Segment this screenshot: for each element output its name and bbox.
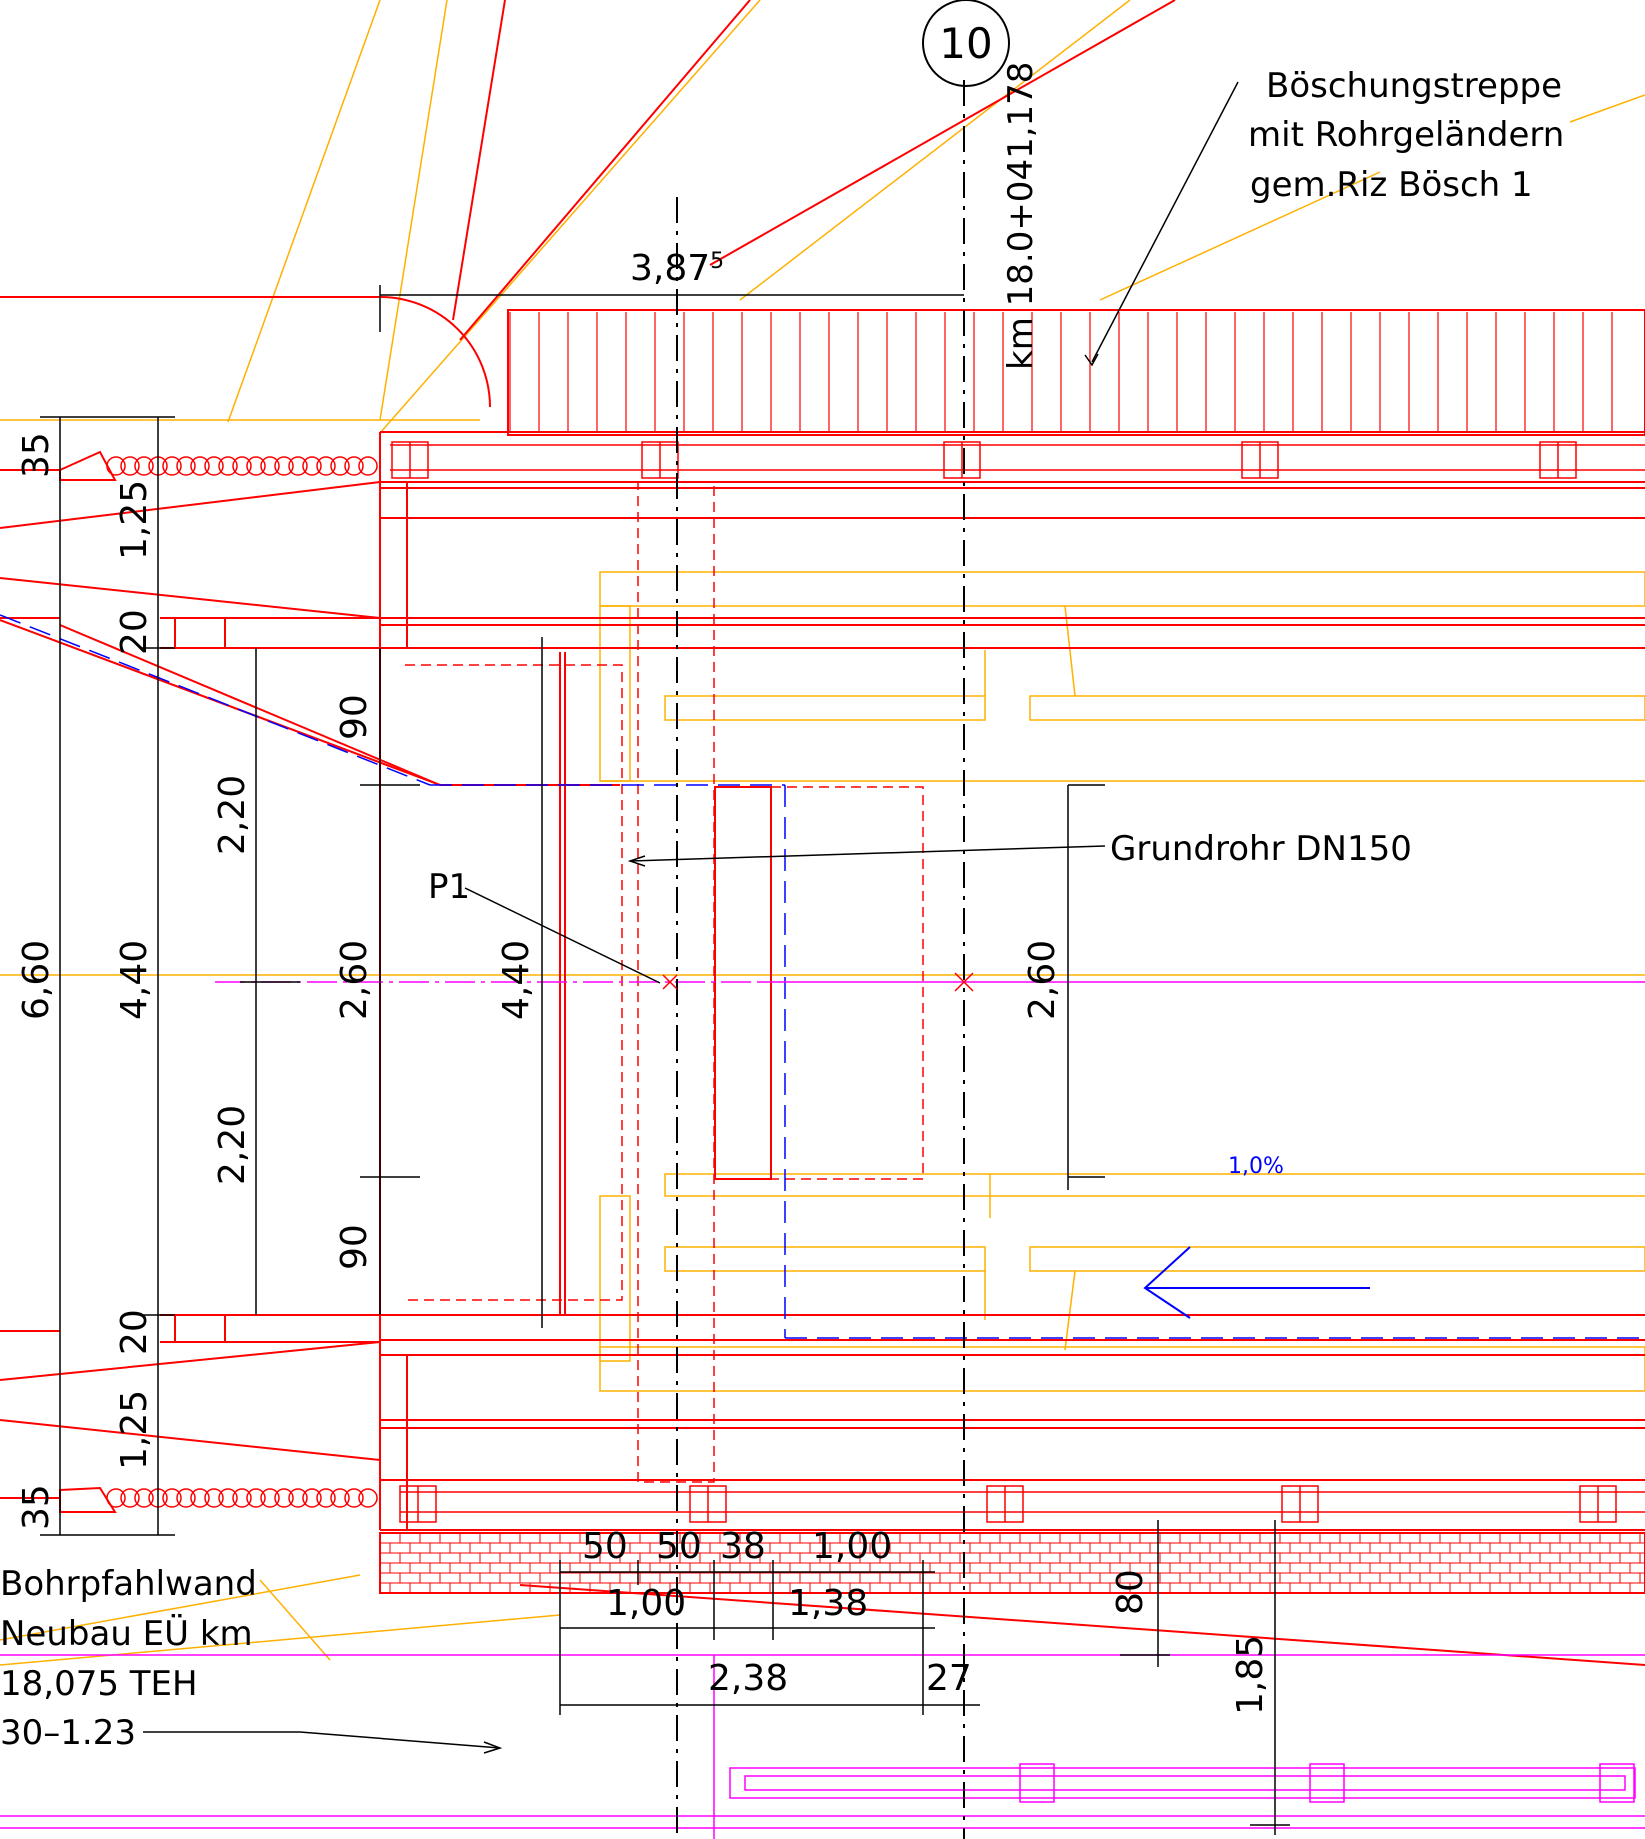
stair-note-line3: gem.Riz Bösch 1 [1250, 165, 1533, 205]
drainage-blue [0, 614, 1645, 1339]
structure-red [0, 0, 1645, 1666]
dim-100b: 1,00 [606, 1583, 686, 1624]
dim-38: 38 [720, 1526, 766, 1567]
magenta-lines [0, 981, 1645, 1839]
dim-125-bot: 1,25 [114, 1390, 155, 1470]
terrain-lines [0, 0, 1645, 1666]
dim-440-inner: 4,40 [496, 940, 537, 1020]
dim-100a: 1,00 [812, 1526, 892, 1567]
dim-80: 80 [1110, 1569, 1151, 1615]
dim-440-outer: 4,40 [114, 940, 155, 1020]
cap-hatch [509, 312, 1613, 432]
rail-brackets [390, 441, 1645, 1523]
wall-note-line4: 30–1.23 [0, 1713, 136, 1753]
notes: Böschungstreppe mit Rohrgeländern gem.Ri… [0, 62, 1564, 1753]
wall-note-line2: Neubau EÜ km [0, 1613, 253, 1654]
dim-20-bot: 20 [114, 1309, 155, 1355]
dim-27: 27 [926, 1658, 972, 1699]
dim-220-bot: 2,20 [212, 1105, 253, 1185]
dim-top-offset: 3,875 [630, 248, 724, 289]
station-label: km 18.0+041,178 [1001, 62, 1041, 370]
dim-35-bot: 35 [16, 1484, 57, 1530]
dimension-lines [40, 81, 1290, 1835]
axis-crosshair [662, 972, 974, 992]
slope-label: 1,0% [1228, 1154, 1284, 1179]
dim-50b: 50 [656, 1526, 702, 1567]
dim-660: 6,60 [16, 940, 57, 1020]
stair-note-line1: Böschungstreppe [1266, 66, 1562, 106]
dim-125-top: 1,25 [114, 480, 155, 560]
anchor-coils [106, 456, 378, 1508]
dim-90-top: 90 [334, 694, 375, 740]
point-label: P1 [428, 867, 470, 907]
axis-marker-circle [922, 0, 1010, 87]
dim-90-bot: 90 [334, 1224, 375, 1270]
dim-260-right: 2,60 [1022, 940, 1063, 1020]
dim-20-top: 20 [114, 609, 155, 655]
dim-185: 1,85 [1230, 1635, 1271, 1715]
axis-centerlines [676, 80, 965, 1839]
flow-arrow-icon [1143, 1246, 1370, 1319]
dim-138: 1,38 [788, 1583, 868, 1624]
wall-note-line1: Bohrpfahlwand [0, 1564, 257, 1604]
dim-50a: 50 [582, 1526, 628, 1567]
foundation-hatch [379, 1532, 1645, 1593]
axis-marker-label: 10 [939, 19, 992, 68]
dim-35-top: 35 [16, 432, 57, 478]
dim-220-top: 2,20 [212, 775, 253, 855]
stair-note-line2: mit Rohrgeländern [1248, 115, 1564, 155]
wall-note-line3: 18,075 TEH [0, 1664, 198, 1704]
dimension-labels: 3,875 35 1,25 20 90 2,20 6,60 4,40 2,60 … [16, 248, 1271, 1715]
dim-260-left: 2,60 [334, 940, 375, 1020]
dim-238: 2,38 [708, 1658, 788, 1699]
pipe-note: Grundrohr DN150 [1110, 829, 1412, 869]
